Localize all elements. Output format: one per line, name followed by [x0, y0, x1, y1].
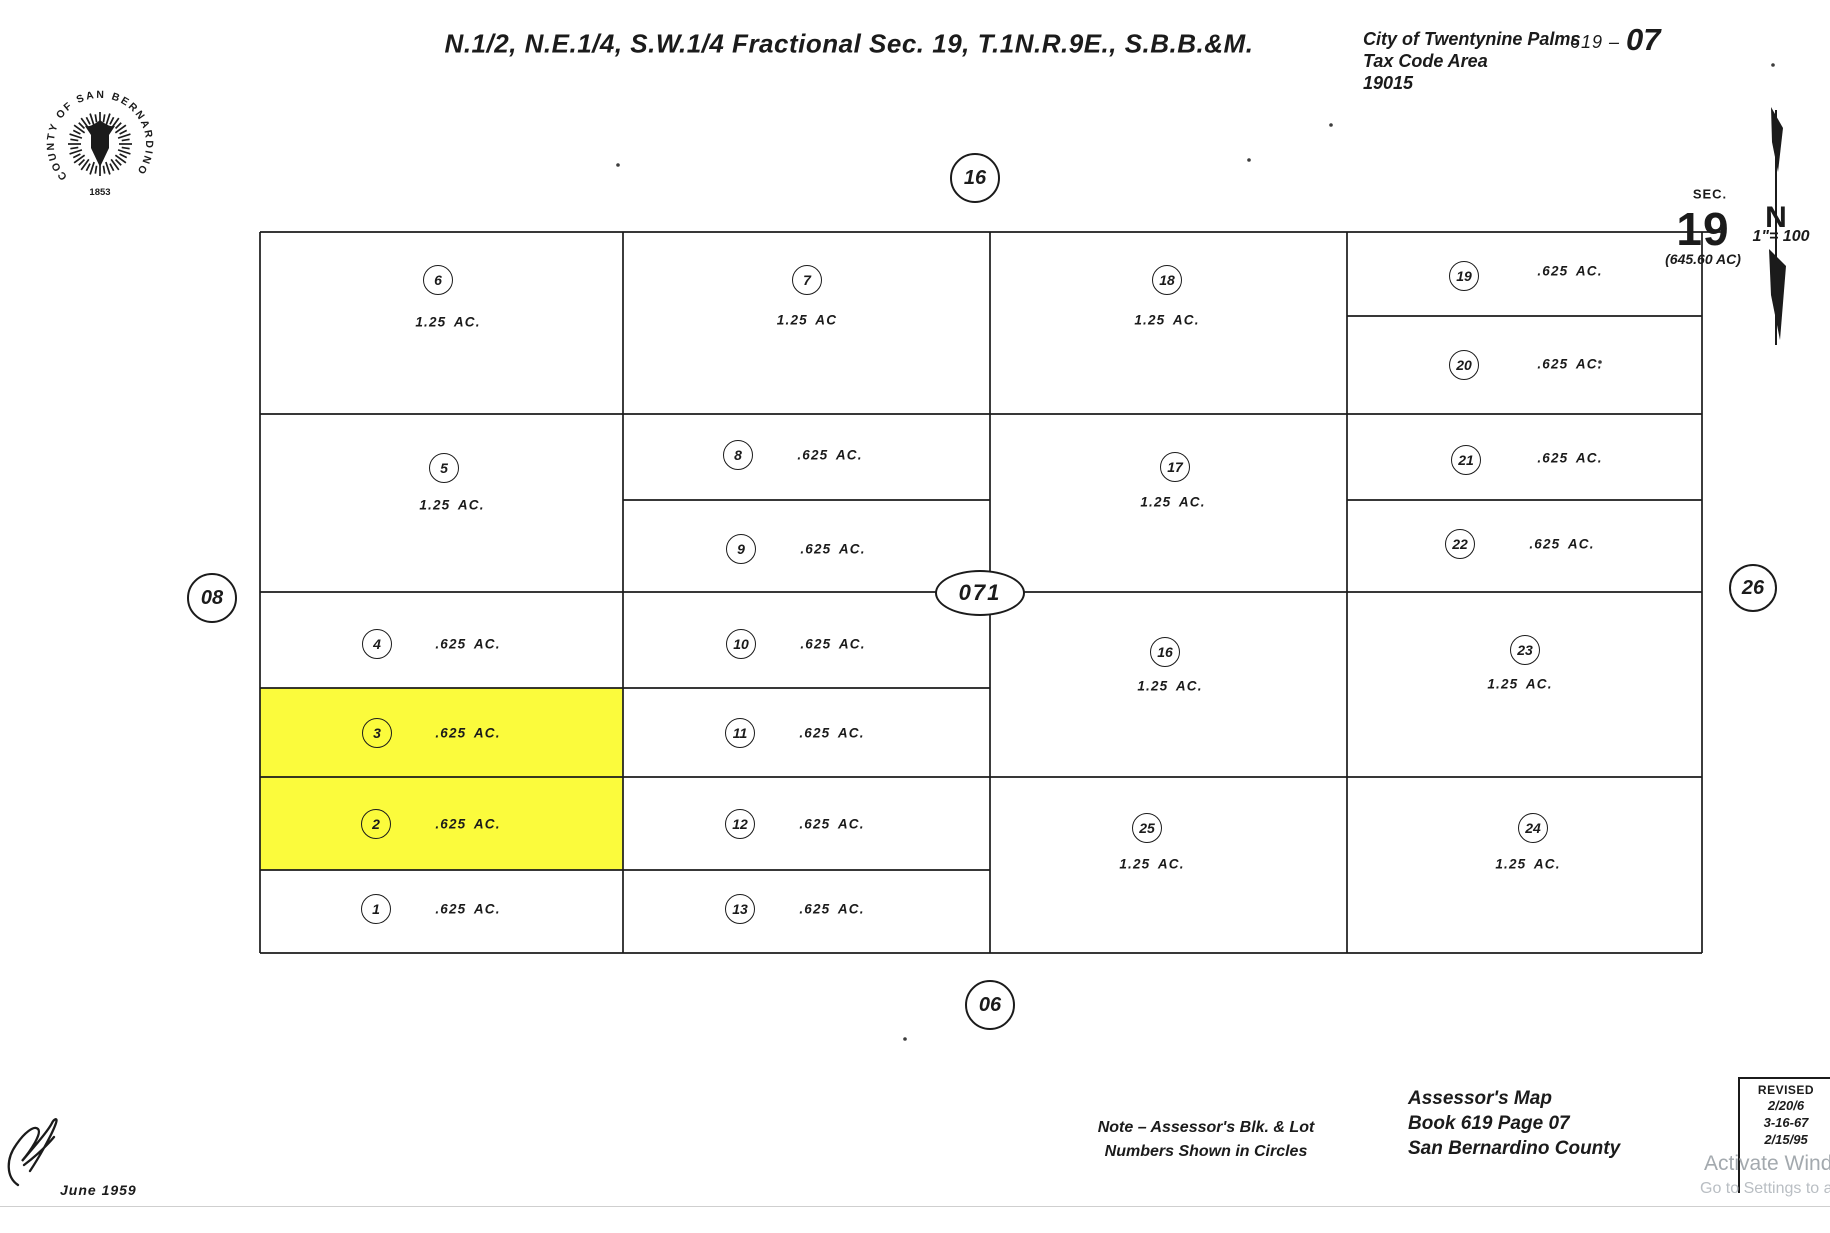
signature — [7, 1118, 58, 1187]
section-label: SEC. — [1692, 186, 1728, 202]
tax-code-label: Tax Code Area — [1363, 51, 1488, 71]
city-name: City of Twentynine Palms — [1363, 29, 1581, 49]
parcel-13-acreage-label: .625 AC. — [799, 901, 865, 917]
parcel-23-number-circle: 23 — [1510, 635, 1540, 665]
highlighted-parcel-region-2 — [260, 777, 623, 870]
scan-speck — [903, 1037, 907, 1041]
credit-line-1: Assessor's Map — [1408, 1088, 1552, 1109]
section-number: 19 — [1676, 203, 1730, 255]
parcel-1-number-circle: 1 — [361, 894, 391, 924]
seal-year: 1853 — [89, 187, 110, 198]
parcel-22-acreage-label: .625 AC. — [1529, 536, 1595, 552]
assessor-note: Note – Assessor's Blk. & Lot Numbers Sho… — [1075, 1116, 1337, 1164]
block-number-oval: 071 — [935, 570, 1025, 616]
parcel-2-number-circle: 2 — [361, 809, 391, 839]
map-title: N.1/2, N.E.1/4, S.W.1/4 Fractional Sec. … — [444, 28, 1254, 59]
parcel-10-acreage-label: .625 AC. — [800, 636, 866, 652]
county-seal: COUNTY OF SAN BERNARDINO 1853 — [45, 89, 153, 198]
parcel-6-number-circle: 6 — [423, 265, 453, 295]
revision-date-1: 2/20/6 — [1767, 1098, 1805, 1113]
parcel-7-number-circle: 7 — [792, 265, 822, 295]
adjacent-section-marker-16: 16 — [950, 153, 1000, 203]
parcel-5-number-circle: 5 — [429, 453, 459, 483]
seal-rays-icon — [68, 112, 132, 176]
activate-windows-watermark: Activate Windo — [1704, 1152, 1830, 1175]
parcel-22-number-circle: 22 — [1445, 529, 1475, 559]
parcel-25-number-circle: 25 — [1132, 813, 1162, 843]
parcel-24-acreage-label: 1.25 AC. — [1495, 856, 1561, 872]
parcel-16-number-circle: 16 — [1150, 637, 1180, 667]
parcel-3-acreage-label: .625 AC. — [435, 725, 501, 741]
parcel-19-number-circle: 19 — [1449, 261, 1479, 291]
page-edge-line — [0, 1206, 1830, 1207]
parcel-9-acreage-label: .625 AC. — [800, 541, 866, 557]
scan-speck — [616, 163, 620, 167]
map-date: June 1959 — [60, 1182, 137, 1198]
credit-line-3: San Bernardino County — [1408, 1138, 1621, 1159]
scan-speck — [1247, 158, 1251, 162]
revision-box: REVISED 2/20/6 3-16-67 2/15/95 — [1738, 1077, 1830, 1193]
book-page-ref: 619 – 07 — [1570, 22, 1661, 58]
parcel-24-number-circle: 24 — [1518, 813, 1548, 843]
parcel-10-number-circle: 10 — [726, 629, 756, 659]
parcel-21-acreage-label: .625 AC. — [1537, 450, 1603, 466]
parcel-25-acreage-label: 1.25 AC. — [1119, 856, 1185, 872]
parcel-11-acreage-label: .625 AC. — [799, 725, 865, 741]
parcel-16-acreage-label: 1.25 AC. — [1137, 678, 1203, 694]
parcel-13-number-circle: 13 — [725, 894, 755, 924]
adjacent-section-marker-26: 26 — [1729, 564, 1777, 612]
parcel-20-number-circle: 20 — [1449, 350, 1479, 380]
note-line-1: Note – Assessor's Blk. & Lot — [1097, 1119, 1315, 1136]
parcel-1-acreage-label: .625 AC. — [435, 901, 501, 917]
parcel-18-acreage-label: 1.25 AC. — [1134, 312, 1200, 328]
parcel-4-number-circle: 4 — [362, 629, 392, 659]
activate-windows-watermark-sub: Go to Settings to ac — [1700, 1180, 1830, 1197]
parcel-2-acreage-label: .625 AC. — [435, 816, 501, 832]
parcel-17-acreage-label: 1.25 AC. — [1140, 494, 1206, 510]
parcel-11-number-circle: 11 — [725, 718, 755, 748]
parcel-18-number-circle: 18 — [1152, 265, 1182, 295]
parcel-6-acreage-label: 1.25 AC. — [415, 314, 481, 330]
parcel-20-acreage-label: .625 AC. — [1537, 356, 1603, 372]
parcel-12-number-circle: 12 — [725, 809, 755, 839]
arrowhead-icon — [85, 120, 115, 167]
note-line-2: Numbers Shown in Circles — [1104, 1143, 1308, 1160]
revision-date-2: 3-16-67 — [1763, 1115, 1809, 1130]
north-arrow-icon: N — [1765, 107, 1787, 345]
assessor-map-credit: Assessor's Map Book 619 Page 07 San Bern… — [1408, 1086, 1620, 1161]
parcel-8-acreage-label: .625 AC. — [797, 447, 863, 463]
book-number: 619 – — [1570, 32, 1621, 52]
parcel-7-acreage-label: 1.25 AC — [776, 312, 838, 328]
parcel-21-number-circle: 21 — [1451, 445, 1481, 475]
scan-speck — [1771, 63, 1775, 67]
highlighted-parcel-region-1 — [260, 688, 623, 777]
parcel-17-number-circle: 17 — [1160, 452, 1190, 482]
parcel-3-number-circle: 3 — [362, 718, 392, 748]
adjacent-section-marker-08: 08 — [187, 573, 237, 623]
tax-code-number: 19015 — [1363, 73, 1414, 93]
scan-speck — [1598, 360, 1602, 364]
parcel-8-number-circle: 8 — [723, 440, 753, 470]
parcel-19-acreage-label: .625 AC. — [1537, 263, 1603, 279]
credit-line-2: Book 619 Page 07 — [1408, 1113, 1570, 1134]
page-number: 07 — [1626, 22, 1661, 57]
section-total-acreage: (645.60 AC) — [1665, 251, 1741, 267]
adjacent-section-marker-06: 06 — [965, 980, 1015, 1030]
parcel-9-number-circle: 9 — [726, 534, 756, 564]
parcel-5-acreage-label: 1.25 AC. — [419, 497, 485, 513]
revision-title: REVISED — [1757, 1083, 1815, 1097]
parcel-12-acreage-label: .625 AC. — [799, 816, 865, 832]
tax-code-block: City of Twentynine Palms Tax Code Area 1… — [1363, 28, 1580, 94]
parcel-23-acreage-label: 1.25 AC. — [1487, 676, 1553, 692]
parcel-4-acreage-label: .625 AC. — [435, 636, 501, 652]
revision-date-3: 2/15/95 — [1764, 1132, 1808, 1147]
map-scale: 1"= 100 — [1752, 228, 1810, 245]
scan-speck — [1329, 123, 1333, 127]
north-letter: N — [1765, 201, 1787, 234]
